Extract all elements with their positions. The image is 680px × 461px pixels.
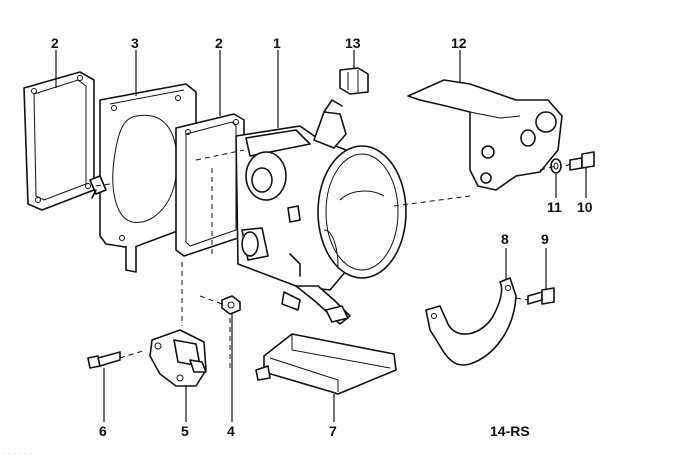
callout-7: 7 <box>329 423 337 439</box>
callout-6: 6 <box>99 423 107 439</box>
callout-12: 12 <box>451 35 467 51</box>
part-5-sensor <box>149 329 207 387</box>
part-11-washer <box>550 158 562 174</box>
diagram-code: 14-RS <box>490 423 530 439</box>
callout-9: 9 <box>541 231 549 247</box>
part-12-bracket <box>407 79 563 191</box>
callout-2-left: 2 <box>51 35 59 51</box>
alignment-lines <box>95 149 571 372</box>
part-1-throttle-body <box>235 99 407 325</box>
callout-13: 13 <box>345 35 361 51</box>
callout-10: 10 <box>577 199 593 215</box>
part-4-nut <box>221 295 241 315</box>
watermark: · · · · · · <box>2 448 33 458</box>
callout-4: 4 <box>227 423 235 439</box>
leader-lines <box>55 50 587 422</box>
callout-8: 8 <box>501 231 509 247</box>
callout-1: 1 <box>273 35 281 51</box>
part-2-gasket-right <box>175 113 245 257</box>
callout-11: 11 <box>547 199 562 215</box>
part-7-slide <box>255 333 397 395</box>
callout-5: 5 <box>181 423 189 439</box>
callout-3: 3 <box>131 35 139 51</box>
part-13-clip <box>339 67 369 95</box>
callout-2-right: 2 <box>215 35 223 51</box>
part-10-bolt <box>569 151 595 171</box>
part-8-bracket <box>425 277 517 366</box>
part-6-bolt <box>87 351 121 369</box>
part-9-bolt <box>527 287 555 305</box>
part-2-gasket-left <box>23 71 95 211</box>
part-3-adapter-plate <box>89 83 197 273</box>
